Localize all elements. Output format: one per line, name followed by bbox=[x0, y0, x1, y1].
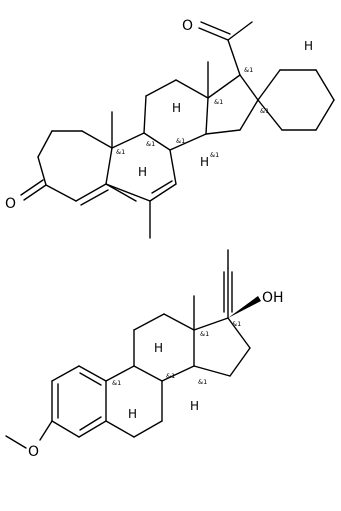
top-h-c8: H bbox=[172, 101, 181, 115]
bottom-stereo-1: &1 bbox=[112, 379, 121, 387]
top-stereo-5: &1 bbox=[214, 98, 223, 106]
bottom-methoxy-bond bbox=[39, 420, 53, 441]
top-ring-cyclohexane bbox=[257, 69, 335, 131]
bottom-ring-d bbox=[193, 317, 251, 377]
top-ketone-oxygen: O bbox=[5, 196, 16, 212]
top-acetyl-oxygen: O bbox=[182, 18, 193, 34]
top-ketone-bond bbox=[23, 184, 47, 201]
bottom-h-c14: H bbox=[190, 399, 199, 413]
bottom-ring-c bbox=[133, 313, 195, 382]
bottom-h-c9: H bbox=[128, 407, 137, 421]
top-stereo-4: &1 bbox=[210, 151, 219, 159]
bottom-ethynyl bbox=[223, 249, 233, 319]
bottom-stereo-5: &1 bbox=[232, 320, 241, 328]
top-stereo-7: &1 bbox=[260, 107, 269, 115]
top-ring-c bbox=[143, 79, 209, 151]
top-ring-d bbox=[205, 74, 259, 135]
bottom-stereo-2: &1 bbox=[166, 372, 175, 380]
top-ring-a bbox=[37, 130, 113, 206]
bottom-methoxy-oxygen: O bbox=[28, 444, 39, 460]
bottom-stereo-3: &1 bbox=[198, 378, 207, 386]
top-h-ring: H bbox=[304, 39, 313, 53]
top-h-c14: H bbox=[200, 155, 209, 169]
bottom-ring-b bbox=[105, 365, 163, 438]
molecule-top: O bbox=[5, 18, 335, 239]
top-ring-b bbox=[105, 132, 177, 202]
bottom-hydroxyl: OH bbox=[262, 290, 284, 306]
top-stereo-1: &1 bbox=[116, 148, 125, 156]
molecule-bottom: O bbox=[5, 249, 284, 460]
top-stereo-3: &1 bbox=[176, 137, 185, 145]
bottom-stereo-4: &1 bbox=[200, 330, 209, 338]
top-acetyl-bond bbox=[227, 39, 241, 76]
bottom-ring-a bbox=[51, 365, 107, 438]
top-stereo-2: &1 bbox=[146, 140, 155, 148]
bottom-oh-wedge bbox=[228, 296, 261, 318]
top-h-c9: H bbox=[138, 165, 147, 179]
top-stereo-6: &1 bbox=[244, 66, 253, 74]
bottom-h-c8: H bbox=[154, 341, 163, 355]
